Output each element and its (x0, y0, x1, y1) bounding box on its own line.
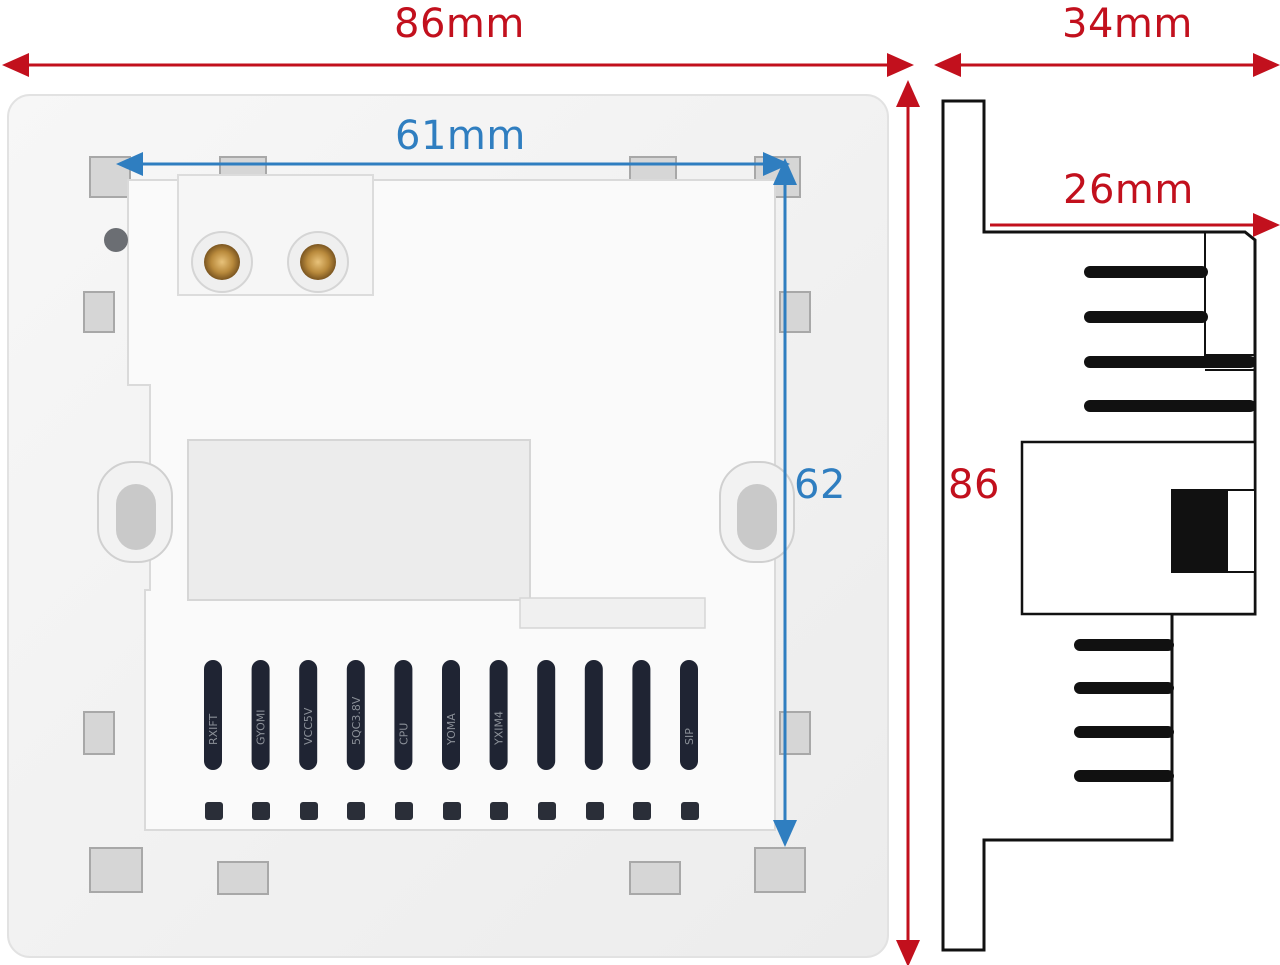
vent-slot (346, 660, 365, 770)
back-view: RXIFT GYOMI VCC5V 5QC3.8V CPU YOMA YXIM4 SIP (1, 53, 920, 965)
vent-slot (251, 660, 270, 770)
side-fins-upper (1084, 266, 1256, 412)
vent-label: GYOMI (255, 710, 268, 746)
bottom-teeth (205, 802, 699, 820)
vent-slot (584, 660, 603, 770)
front-height-label: 86 (948, 462, 1000, 508)
vent-slot (204, 660, 222, 770)
vent-slot (299, 660, 318, 770)
vent-slot (442, 660, 460, 770)
vent-label: CPU (397, 723, 410, 745)
front-width-label: 86mm (394, 1, 525, 47)
vent-label: YOMA (445, 713, 458, 746)
vent-slot (632, 660, 651, 770)
vent-label: SIP (683, 728, 696, 745)
vent-slot (680, 660, 698, 770)
module-width-label: 61mm (395, 113, 526, 159)
side-fins-lower (1074, 639, 1174, 782)
vent-label: 5QC3.8V (350, 696, 363, 745)
vent-slot (489, 660, 508, 770)
side-depth-label: 34mm (1062, 1, 1193, 47)
vent-label: RXIFT (207, 713, 220, 745)
vent-label: YXIM4 (493, 711, 506, 746)
side-port-opening (1172, 490, 1228, 572)
vent-slots: RXIFT GYOMI VCC5V 5QC3.8V CPU YOMA YXIM4 SIP (204, 660, 698, 770)
center-recess (187, 439, 531, 601)
side-view (934, 53, 1280, 952)
vent-slot (394, 660, 413, 770)
vent-label: VCC5V (302, 707, 315, 745)
vent-slot (537, 660, 556, 770)
module-height-label: 62 (794, 462, 846, 508)
module-depth-label: 26mm (1063, 167, 1194, 213)
